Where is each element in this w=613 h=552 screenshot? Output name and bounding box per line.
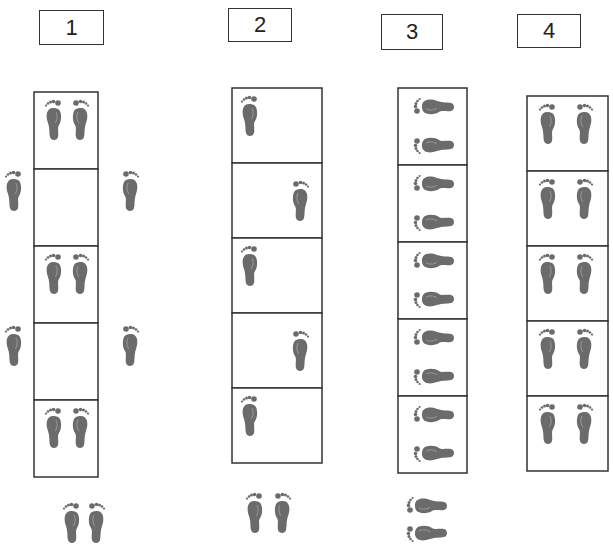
footprint (539, 254, 555, 294)
mat-column (398, 88, 467, 473)
footprint (293, 331, 309, 371)
footprint (577, 179, 593, 219)
column-number: 4 (543, 20, 555, 42)
footprint (246, 493, 262, 533)
footprint (45, 408, 61, 448)
footprint (73, 254, 89, 294)
footprint (5, 326, 21, 366)
footprint (539, 329, 555, 369)
footprint (73, 408, 89, 448)
footprint (577, 329, 593, 369)
footprint (123, 171, 139, 211)
footprint (293, 181, 309, 221)
footprint (89, 503, 105, 543)
footprint (414, 215, 454, 231)
label-box: 3 (381, 14, 443, 50)
footprint (577, 404, 593, 444)
footprint (414, 406, 454, 422)
footprint (407, 526, 447, 542)
footprint (241, 96, 257, 136)
footprint (407, 497, 447, 513)
column-number: 2 (254, 14, 266, 36)
footprint (414, 369, 454, 385)
footprint (414, 292, 454, 308)
column-number: 3 (406, 21, 418, 43)
footprint (241, 396, 257, 436)
mat-column (527, 96, 608, 471)
footprint (45, 254, 61, 294)
footprint (539, 104, 555, 144)
column-number: 1 (65, 17, 77, 39)
label-box: 2 (228, 8, 292, 42)
footprint (577, 254, 593, 294)
mat-column (34, 92, 98, 477)
footprint (414, 252, 454, 268)
footprint (73, 100, 89, 140)
footprint (45, 100, 61, 140)
footprint (539, 179, 555, 219)
footprint (123, 326, 139, 366)
footprint (577, 104, 593, 144)
footprint (241, 246, 257, 286)
footprint (539, 404, 555, 444)
footprint (63, 503, 79, 543)
footprint (414, 138, 454, 154)
footprint (414, 98, 454, 114)
footprint (414, 329, 454, 345)
footprint (414, 446, 454, 462)
label-box: 4 (517, 14, 581, 48)
footprint (5, 171, 21, 211)
mat-column (232, 88, 322, 463)
footprint (275, 493, 291, 533)
label-box: 1 (39, 10, 104, 45)
footprint (414, 175, 454, 191)
